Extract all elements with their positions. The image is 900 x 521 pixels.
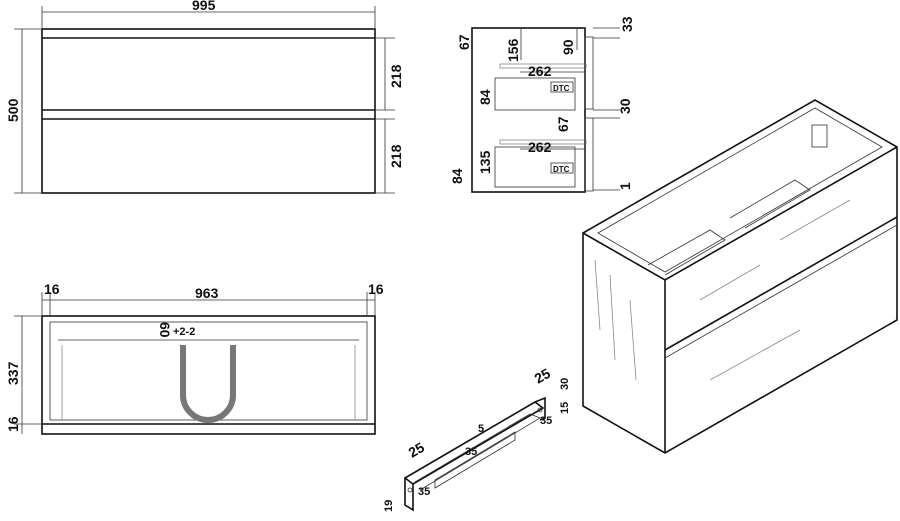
plan-view: 16 963 16 337 16 60 +2-2 xyxy=(5,281,384,435)
section-bottom-gap-label: 84 xyxy=(449,168,465,184)
plan-left-side-label: 16 xyxy=(44,281,60,297)
section-mid-offset-label: 30 xyxy=(617,98,633,114)
section-inner-height-label: 156 xyxy=(505,38,521,62)
section-view: DTC DTC 67 156 90 33 262 84 67 30 262 13… xyxy=(449,16,635,193)
section-rail-gap-label: 90 xyxy=(560,39,576,55)
bracket-detail: 25 19 35 5 35 25 30 15 35 xyxy=(383,365,571,512)
bracket-mid-label: 5 xyxy=(478,423,484,435)
plan-right-side-label: 16 xyxy=(368,281,384,297)
section-depth-bottom-label: 262 xyxy=(528,139,552,155)
cabinet-isometric xyxy=(582,99,898,454)
section-top-gap-label: 67 xyxy=(456,34,472,50)
bracket-left-hole-label: 35 xyxy=(418,486,430,498)
section-depth-top-label: 262 xyxy=(528,63,552,79)
brand-label-top: DTC xyxy=(553,84,570,93)
plan-tolerance-label: +2-2 xyxy=(173,326,195,338)
front-width-label: 995 xyxy=(192,0,216,13)
section-bottom-offset-label: 1 xyxy=(617,182,633,190)
bracket-mid2-label: 35 xyxy=(465,446,477,458)
bracket-right-width-label: 25 xyxy=(532,365,554,387)
plan-inner-width-label: 963 xyxy=(195,285,219,301)
bracket-left-height-label: 19 xyxy=(383,500,395,512)
bracket-right-height-label: 30 xyxy=(559,378,571,390)
section-drawer-height-top-label: 84 xyxy=(477,89,493,105)
section-drawer-height-bottom-label: 135 xyxy=(477,150,493,174)
front-elevation: 995 500 218 218 xyxy=(5,0,404,194)
bracket-right-hole-label: 35 xyxy=(540,415,552,427)
drawer-top-height-label: 218 xyxy=(388,64,404,88)
section-mid-gap-label: 67 xyxy=(555,116,571,132)
drawer-bottom-height-label: 218 xyxy=(388,144,404,168)
front-height-label: 500 xyxy=(5,98,21,122)
plan-base-label: 16 xyxy=(5,416,21,432)
bracket-left-width-label: 25 xyxy=(406,439,428,461)
plan-cutout-label: 60 xyxy=(157,322,173,338)
brand-label-bottom: DTC xyxy=(553,165,570,174)
bracket-right-offset-label: 15 xyxy=(559,402,571,414)
plan-depth-label: 337 xyxy=(5,361,21,385)
section-top-offset-label: 33 xyxy=(619,16,635,32)
